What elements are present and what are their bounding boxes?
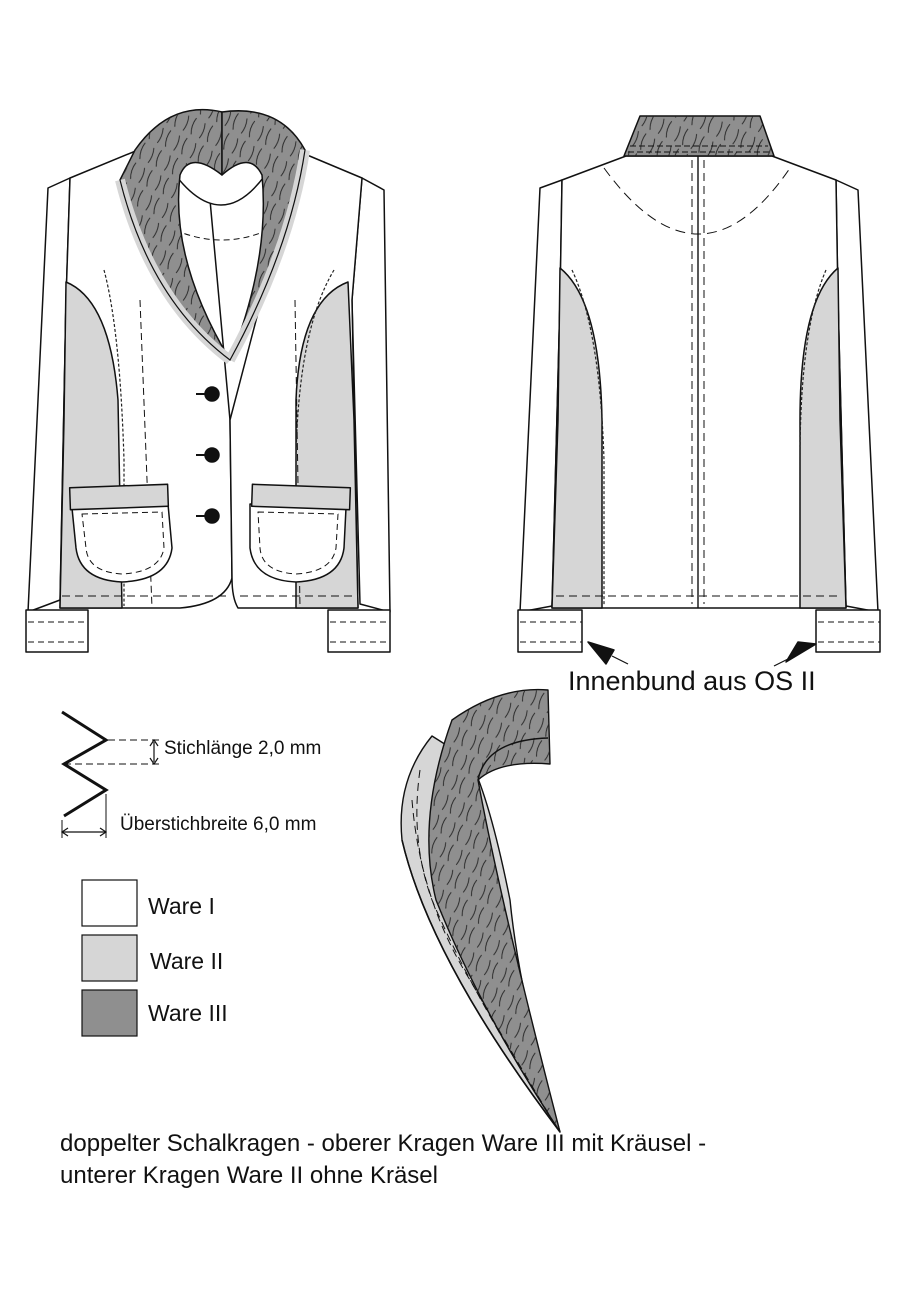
caption-line-1: doppelter Schalkragen - oberer Kragen Wa…: [60, 1130, 707, 1157]
cuff-lining-label: Innenbund aus OS II: [568, 666, 816, 696]
front-right-sleeve: [351, 177, 391, 613]
front-right-pocket: [249, 503, 347, 583]
back-left-cuff: [517, 609, 583, 653]
front-left-pocket-flap: [68, 483, 170, 511]
front-right-pocket-flap: [250, 483, 352, 511]
jacket-back-view: [517, 115, 881, 667]
front-left-pocket: [71, 503, 173, 583]
front-right-cuff: [327, 609, 391, 653]
shawl-collar-detail: [400, 688, 561, 1133]
stitch-width-label: Überstichbreite 6,0 mm: [120, 814, 316, 835]
zigzag-stitch-diagram: [60, 710, 160, 838]
back-right-cuff: [815, 609, 881, 653]
cuff-pointer-right: [785, 641, 817, 663]
front-button-3: [204, 508, 220, 524]
front-left-cuff: [25, 609, 89, 653]
back-left-side-panel: [551, 267, 603, 609]
legend-swatch-ware-1: [81, 879, 138, 927]
front-button-1: [204, 386, 220, 402]
caption-line-2: unterer Kragen Ware II ohne Kräsel: [60, 1162, 438, 1189]
jacket-front-view: [25, 108, 391, 653]
back-right-side-panel: [799, 267, 847, 609]
legend-label-ware-3: Ware III: [148, 1000, 228, 1026]
collar-caption: doppelter Schalkragen - oberer Kragen Wa…: [60, 1128, 880, 1192]
legend-swatch-ware-2: [81, 934, 138, 982]
cuff-pointer-left: [587, 641, 615, 665]
legend-swatch-ware-3: [81, 989, 138, 1037]
legend-label-ware-2: Ware II: [150, 948, 223, 974]
fabric-legend: Ware I Ware II Ware III: [81, 879, 228, 1037]
stitch-length-label: Stichlänge 2,0 mm: [164, 738, 321, 759]
front-button-2: [204, 447, 220, 463]
legend-label-ware-1: Ware I: [148, 893, 215, 919]
